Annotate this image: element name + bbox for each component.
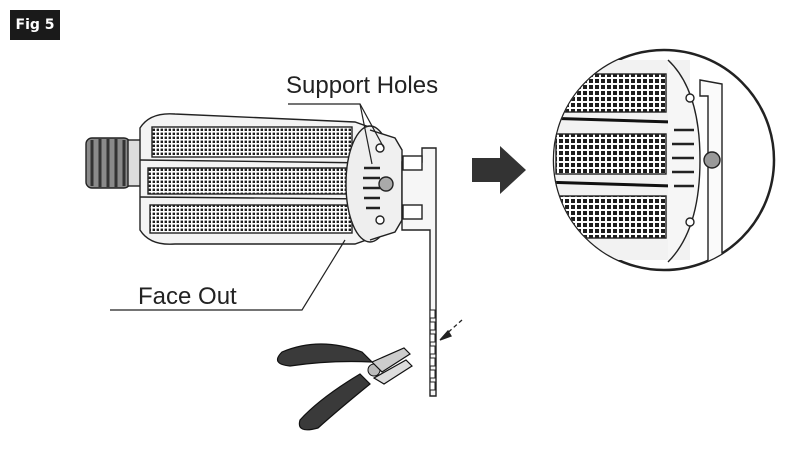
face-out-label: Face Out [138, 283, 237, 310]
right-arrow-icon [472, 146, 526, 194]
figure-badge: Fig 5 [10, 10, 60, 40]
screw-base [85, 137, 145, 189]
support-holes-label: Support Holes [286, 72, 439, 99]
callout-lines [110, 103, 385, 311]
cut-indicator [439, 319, 463, 341]
mounting-bracket [401, 147, 437, 397]
led-strips [139, 126, 373, 234]
led-bulb [85, 113, 437, 397]
support-holes [363, 143, 394, 225]
pliers-icon [276, 343, 413, 431]
face-out-leader [110, 239, 346, 311]
zoom-detail [552, 48, 776, 272]
